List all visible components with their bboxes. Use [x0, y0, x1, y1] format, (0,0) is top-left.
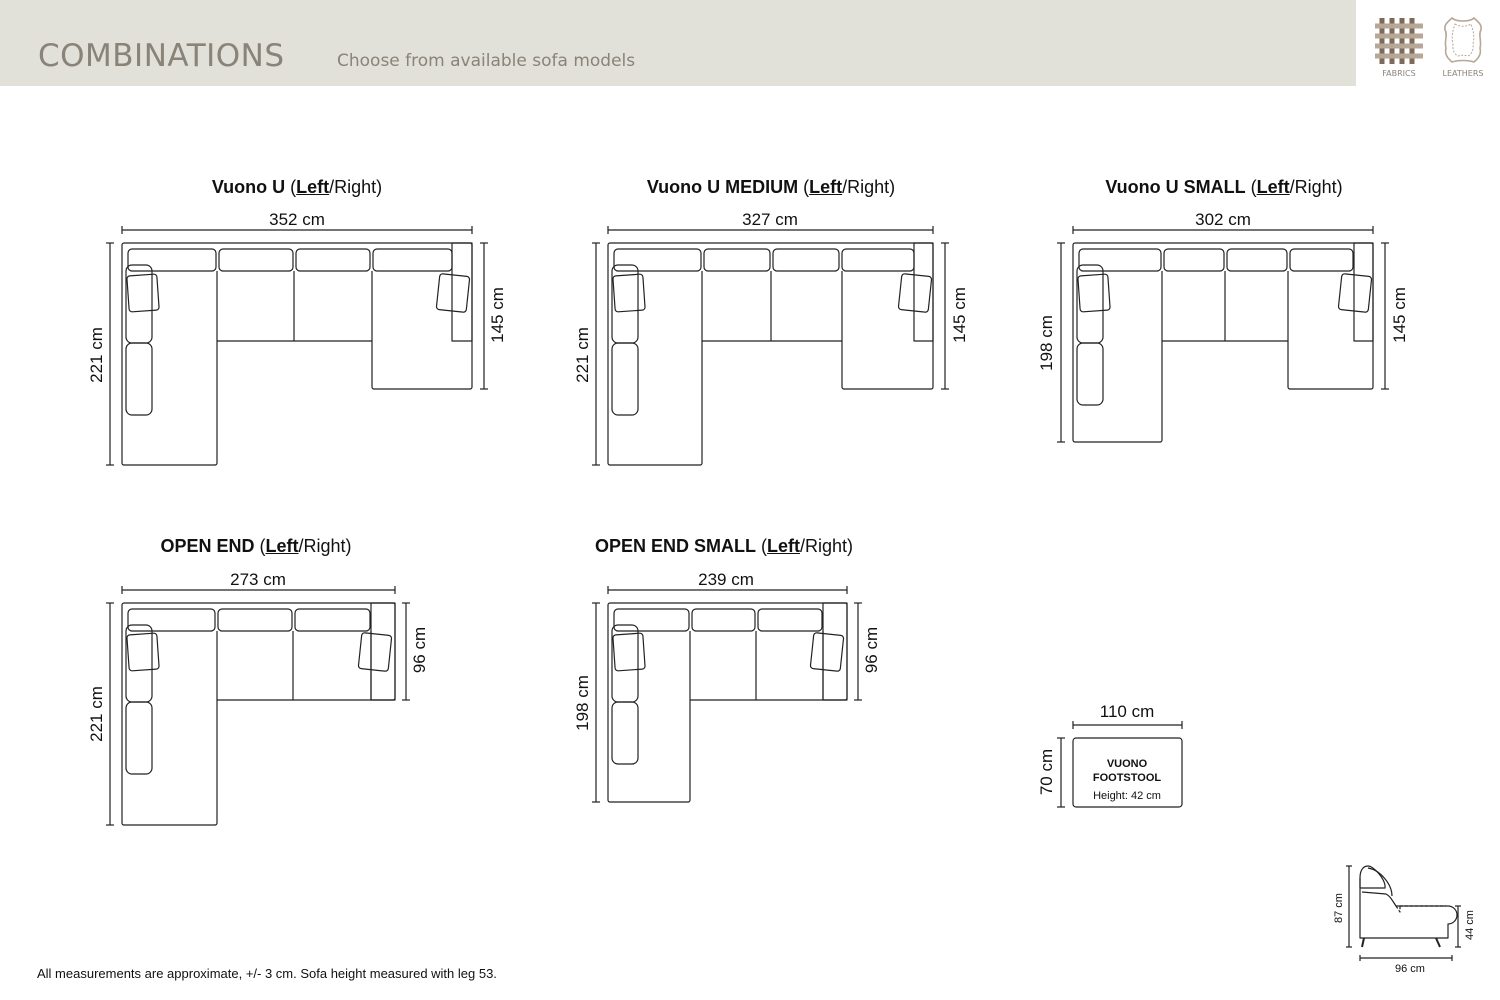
right-option[interactable]: /Right): [298, 536, 352, 556]
width-dimension: 327 cm: [742, 210, 798, 229]
right-option[interactable]: /Right): [842, 177, 896, 197]
fabric-weave-icon: [1375, 18, 1423, 64]
fabrics-label: FABRICS: [1382, 69, 1416, 78]
sofa-vuono-u-medium: [592, 226, 949, 466]
model-title-open-end-small: OPEN END SMALL (Left/Right): [594, 536, 854, 556]
sofa-vuono-u-small: [1057, 226, 1389, 443]
width-dimension: 352 cm: [269, 210, 325, 229]
footnote: All measurements are approximate, +/- 3 …: [37, 966, 497, 981]
model-name: Vuono U: [211, 177, 286, 197]
model-name: OPEN END: [160, 536, 255, 556]
side-view-drawing: [1346, 865, 1461, 961]
left-option[interactable]: Left: [809, 177, 843, 197]
header-band: [0, 0, 1356, 86]
sofa-open-end: [106, 586, 410, 826]
right-option[interactable]: /Right): [329, 177, 383, 197]
right-option[interactable]: /Right): [800, 536, 854, 556]
sofa-open-end-small: [592, 586, 862, 803]
page-title: COMBINATIONS: [38, 38, 285, 74]
footstool-drawing: [1057, 721, 1183, 808]
model-title-vuono-u-medium: Vuono U MEDIUM (Left/Right): [646, 177, 896, 197]
side-view-depth: 96 cm: [1395, 963, 1425, 975]
footstool-width-dimension: 110 cm: [1099, 702, 1155, 721]
page-subtitle: Choose from available sofa models: [337, 51, 636, 71]
model-title-vuono-u-small: Vuono U SMALL (Left/Right): [1105, 177, 1343, 197]
leathers-label: LEATHERS: [1442, 69, 1484, 78]
model-name: Vuono U SMALL: [1105, 177, 1246, 197]
leather-hide-icon: [1444, 16, 1482, 63]
footstool-name-line1: VUONO: [1106, 758, 1148, 770]
footstool-name-line2: FOOTSTOOL: [1092, 772, 1162, 784]
left-option[interactable]: Left: [1256, 177, 1290, 197]
sofa-vuono-u: [106, 226, 488, 466]
width-dimension: 273 cm: [230, 570, 286, 589]
footstool-height: Height: 42 cm: [1093, 790, 1161, 802]
model-title-vuono-u: Vuono U (Left/Right): [211, 177, 383, 197]
model-name: Vuono U MEDIUM: [646, 177, 799, 197]
right-option[interactable]: /Right): [1289, 177, 1343, 197]
model-title-open-end: OPEN END (Left/Right): [160, 536, 352, 556]
left-option[interactable]: Left: [767, 536, 800, 556]
fabrics-button[interactable]: FABRICS: [1369, 10, 1429, 86]
width-dimension: 302 cm: [1195, 210, 1251, 229]
model-name: OPEN END SMALL: [594, 536, 756, 556]
width-dimension: 239 cm: [698, 570, 754, 589]
left-option[interactable]: Left: [265, 536, 299, 556]
leathers-button[interactable]: LEATHERS: [1433, 10, 1493, 86]
left-option[interactable]: Left: [296, 177, 330, 197]
